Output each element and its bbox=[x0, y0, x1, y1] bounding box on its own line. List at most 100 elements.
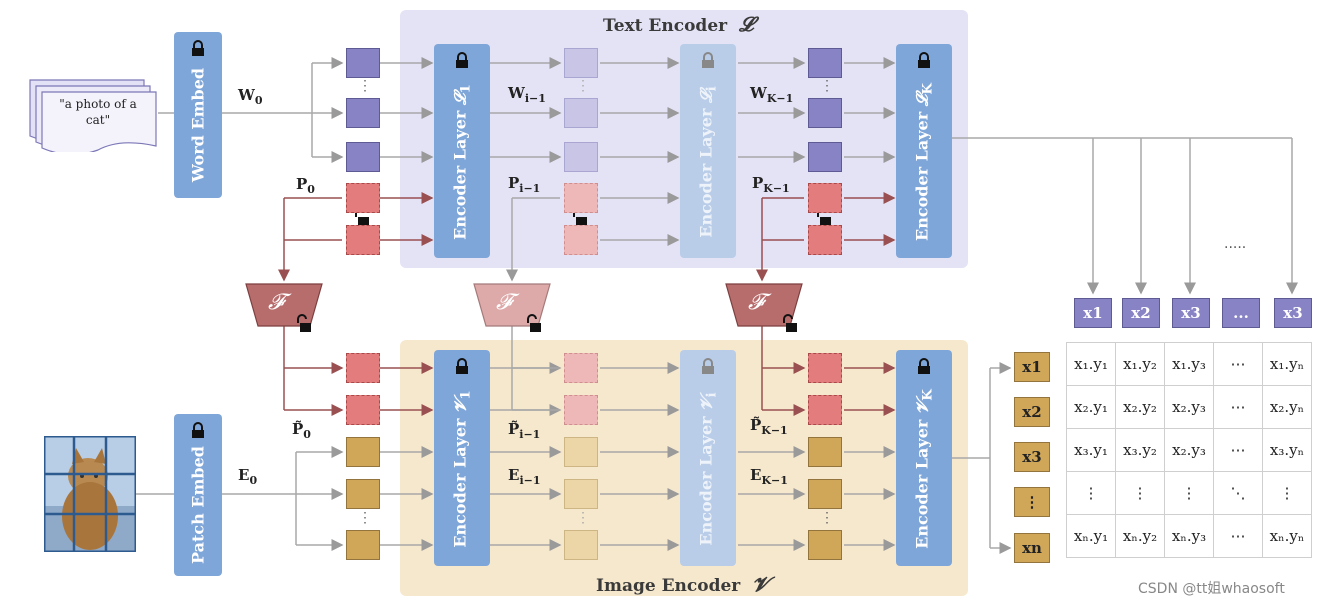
text-encoder-title: Text Encoder 𝓛 bbox=[603, 12, 754, 36]
text-encoder-layer-k: Encoder Layer 𝓛K bbox=[896, 44, 952, 258]
image-token bbox=[346, 437, 380, 467]
text-layer-1-label: Encoder Layer 𝓛1 bbox=[450, 83, 474, 240]
prompt-token bbox=[808, 183, 842, 213]
word-embed-block: Word Embed bbox=[174, 32, 222, 198]
image-layer-1-label: Encoder Layer 𝓥1 bbox=[450, 390, 474, 548]
image-token bbox=[564, 530, 598, 560]
prompt-token bbox=[808, 225, 842, 255]
label-e0: E0 bbox=[238, 466, 258, 487]
patch-embed-block: Patch Embed bbox=[174, 414, 222, 576]
table-row: xₙ.y₁ xₙ.y₂ xₙ.y₃ ⋯ xₙ.yₙ bbox=[1066, 514, 1312, 558]
matrix-cell: xₙ.yₙ bbox=[1262, 514, 1312, 558]
text-encoder-layer-1: Encoder Layer 𝓛1 bbox=[434, 44, 490, 258]
f-label-k: 𝓕 bbox=[748, 290, 765, 315]
matrix-cell: ⋯ bbox=[1213, 385, 1263, 429]
matrix-cell: x₃.y₂ bbox=[1115, 428, 1165, 472]
text-token bbox=[808, 48, 842, 78]
image-layer-i-label: Encoder Layer 𝓥i bbox=[696, 392, 720, 546]
matrix-cell: ⋮ bbox=[1115, 471, 1165, 515]
image-feature-box: x3 bbox=[1014, 442, 1050, 472]
vdots: ⋮ bbox=[358, 510, 372, 526]
matrix-cell: xₙ.y₂ bbox=[1115, 514, 1165, 558]
matrix-cell: xₙ.y₁ bbox=[1066, 514, 1116, 558]
matrix-cell: x₁.y₃ bbox=[1164, 342, 1214, 386]
lock-icon bbox=[456, 358, 468, 374]
label-wk: WK−1 bbox=[750, 84, 794, 105]
matrix-cell: ⋯ bbox=[1213, 428, 1263, 472]
text-token bbox=[808, 98, 842, 128]
image-token bbox=[808, 530, 842, 560]
unlock-icon bbox=[297, 314, 311, 332]
vdots: ⋮ bbox=[820, 510, 834, 526]
label-ptk: P̃K−1 bbox=[750, 416, 788, 437]
prompt-token bbox=[346, 225, 380, 255]
text-prompt-document bbox=[29, 79, 157, 152]
image-encoder-layer-k: Encoder Layer 𝓥K bbox=[896, 350, 952, 566]
image-feature-box: x1 bbox=[1014, 352, 1050, 382]
watermark: CSDN @tt姐whaosoft bbox=[1138, 581, 1285, 597]
prompt-token bbox=[346, 395, 380, 425]
prompt-token bbox=[564, 395, 598, 425]
label-ek: EK−1 bbox=[750, 466, 788, 487]
label-wi: Wi−1 bbox=[508, 84, 546, 105]
vdots: ⋮ bbox=[358, 78, 372, 94]
text-feature-box: x3 bbox=[1274, 298, 1312, 328]
matrix-cell: ⋮ bbox=[1262, 471, 1312, 515]
matrix-cell: ⋱ bbox=[1213, 471, 1263, 515]
table-row: ⋮ ⋮ ⋮ ⋱ ⋮ bbox=[1066, 471, 1312, 515]
image-feature-box: x2 bbox=[1014, 397, 1050, 427]
text-token bbox=[346, 48, 380, 78]
prompt-token bbox=[346, 353, 380, 383]
image-layer-k-label: Encoder Layer 𝓥K bbox=[912, 388, 936, 549]
label-pk: PK−1 bbox=[752, 174, 790, 195]
prompt-token bbox=[346, 183, 380, 213]
label-ei: Ei−1 bbox=[508, 466, 541, 487]
matrix-cell: x₂.y₃ bbox=[1164, 385, 1214, 429]
text-layer-k-label: Encoder Layer 𝓛K bbox=[912, 82, 936, 241]
label-pi: Pi−1 bbox=[508, 174, 541, 195]
similarity-matrix: x₁.y₁ x₁.y₂ x₁.y₃ ⋯ x₁.yₙ x₂.y₁ x₂.y₂ x₂… bbox=[1066, 342, 1312, 558]
text-prompt: "a photo of a cat" bbox=[59, 97, 137, 127]
prompt-token bbox=[808, 395, 842, 425]
text-features-dots: ..... bbox=[1224, 236, 1247, 252]
matrix-cell: ⋯ bbox=[1213, 342, 1263, 386]
vdots: ⋮ bbox=[576, 78, 590, 94]
image-token bbox=[346, 479, 380, 509]
lock-icon bbox=[918, 358, 930, 374]
unlock-icon bbox=[783, 314, 797, 332]
cat-image bbox=[44, 436, 136, 552]
label-w0: W0 bbox=[238, 86, 263, 107]
f-label-0: 𝓕 bbox=[268, 290, 285, 315]
matrix-cell: ⋮ bbox=[1066, 471, 1116, 515]
lock-icon bbox=[192, 40, 204, 56]
matrix-cell: x₁.yₙ bbox=[1262, 342, 1312, 386]
matrix-cell: x₁.y₁ bbox=[1066, 342, 1116, 386]
image-encoder-title: Image Encoder 𝓥 bbox=[596, 572, 769, 596]
label-pt0: P̃0 bbox=[292, 420, 311, 441]
matrix-cell: x₃.y₁ bbox=[1066, 428, 1116, 472]
text-token bbox=[808, 142, 842, 172]
table-row: x₃.y₁ x₃.y₂ x₂.y₃ ⋯ x₃.yₙ bbox=[1066, 428, 1312, 472]
lock-icon bbox=[918, 52, 930, 68]
vdots: ⋮ bbox=[576, 510, 590, 526]
label-p0: P0 bbox=[296, 175, 315, 196]
lock-icon bbox=[192, 422, 204, 438]
image-feature-box: xn bbox=[1014, 533, 1050, 563]
text-encoder-layer-i: Encoder Layer 𝓛i bbox=[680, 44, 736, 258]
prompt-token bbox=[564, 183, 598, 213]
unlock-icon bbox=[527, 314, 541, 332]
label-pti: P̃i−1 bbox=[508, 420, 541, 441]
image-token bbox=[564, 437, 598, 467]
text-token bbox=[564, 48, 598, 78]
text-feature-box: x3 bbox=[1172, 298, 1210, 328]
lock-icon bbox=[702, 52, 714, 68]
patch-embed-label: Patch Embed bbox=[188, 445, 208, 564]
matrix-cell: x₁.y₂ bbox=[1115, 342, 1165, 386]
text-token bbox=[564, 98, 598, 128]
lock-icon bbox=[702, 358, 714, 374]
image-encoder-layer-1: Encoder Layer 𝓥1 bbox=[434, 350, 490, 566]
text-feature-box: ... bbox=[1222, 298, 1260, 328]
prompt-token bbox=[564, 353, 598, 383]
text-layer-i-label: Encoder Layer 𝓛i bbox=[696, 85, 720, 238]
text-feature-box: x1 bbox=[1074, 298, 1112, 328]
